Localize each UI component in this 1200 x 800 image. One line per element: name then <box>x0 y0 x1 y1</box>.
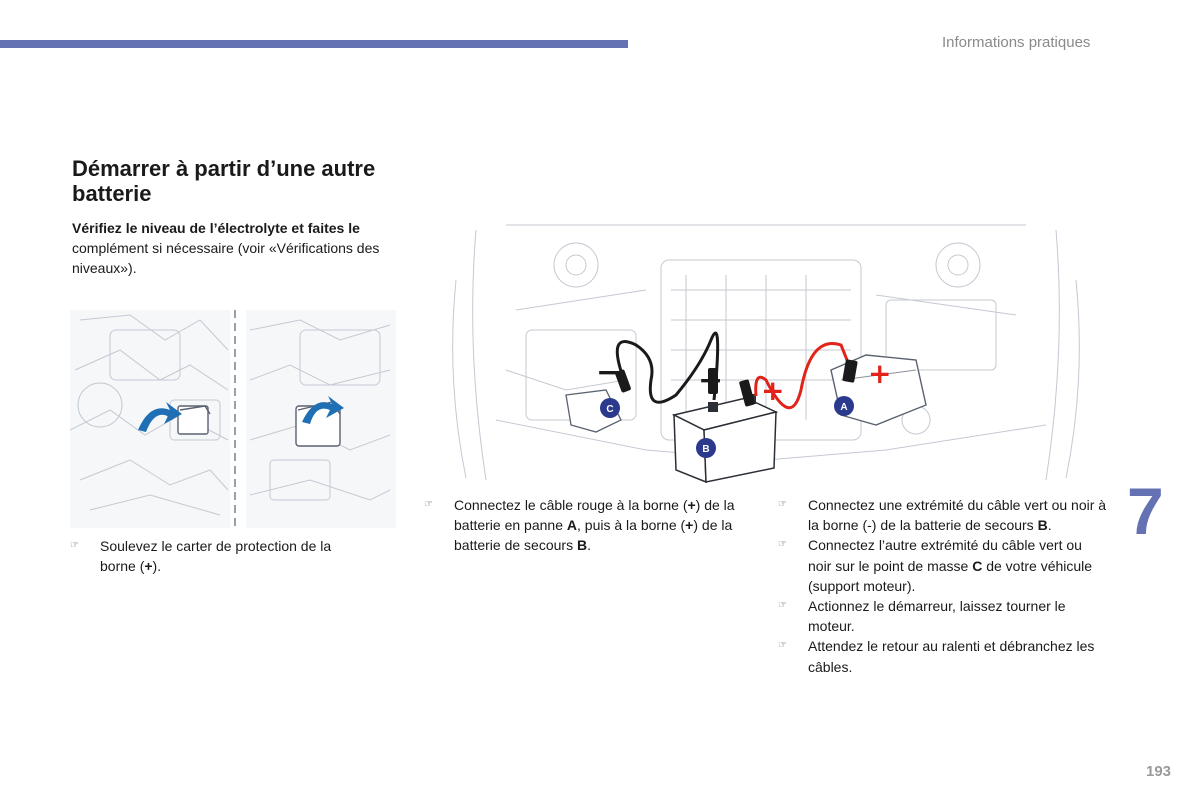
plus-symbol-near-a: + <box>868 357 891 390</box>
step-emphasis: + <box>687 497 696 513</box>
step-text: Connectez l’autre extrémité du câble ver… <box>808 537 1082 574</box>
step-text: de votre véhicule (support moteur). <box>808 557 1093 594</box>
step-text: ) de la batterie en panne <box>454 497 735 534</box>
step-text: ). <box>152 558 162 575</box>
step-item: ☞ Connectez une extrémité du câble vert o… <box>778 495 1108 535</box>
step-text: Connectez le câble rouge à la borne ( <box>454 497 688 513</box>
engine-bay-right-panel <box>246 310 396 528</box>
hand-pointer-icon: ☞ <box>424 499 433 510</box>
terminal-cover-illustration <box>70 310 396 528</box>
step-item: ☞ Attendez le retour au ralenti et débran… <box>778 636 1108 676</box>
hand-pointer-icon: ☞ <box>778 640 787 652</box>
label-badge-C: C <box>600 398 620 418</box>
label-a-text: A <box>840 402 847 413</box>
minus-symbol-near-c: − <box>596 355 621 390</box>
step-emphasis: B <box>576 537 588 554</box>
step-emphasis: B <box>1037 517 1048 534</box>
jump-start-illustration: − − + + C B A <box>452 224 1080 484</box>
label-badge-A: A <box>834 396 854 416</box>
positive-cable <box>754 342 853 410</box>
step-text: Attendez le retour au ralenti et débranc… <box>808 638 1095 675</box>
step-text: . <box>1047 517 1052 534</box>
step-item: ☞Connectez le câble rouge à la borne (+)… <box>424 495 754 556</box>
step-text: , puis à la borne ( <box>577 517 686 534</box>
cable-clamps <box>615 359 858 407</box>
hand-pointer-icon: ☞ <box>778 499 787 510</box>
steps-list-col3: ☞ Connectez une extrémité du câble vert o… <box>778 495 1108 677</box>
step-emphasis: + <box>685 517 694 534</box>
step-item: ☞ Actionnez le démarreur, laissez tourner… <box>778 596 1108 636</box>
intro-paragraph: Vérifiez le niveau de l’électrolyte et f… <box>72 218 390 278</box>
step-emphasis: C <box>972 557 983 574</box>
label-c-text: C <box>606 404 613 415</box>
step-emphasis: + <box>144 558 153 575</box>
step-item: ☞ Soulevez le carter de protection de la … <box>70 536 370 576</box>
steps-list-col2: ☞Connectez le câble rouge à la borne (+)… <box>424 495 754 556</box>
minus-symbol-near-b: − <box>698 363 723 398</box>
step-item: ☞ Connectez l’autre extrémité du câble ve… <box>778 535 1108 596</box>
rotate-arrow-icon <box>302 396 344 424</box>
label-badge-B: B <box>696 438 716 458</box>
step-text: Soulevez le carter de protection de la b… <box>100 538 332 575</box>
steps-list-col1: ☞ Soulevez le carter de protection de la … <box>70 536 370 576</box>
hand-pointer-icon: ☞ <box>778 539 787 551</box>
step-text: . <box>587 537 591 554</box>
intro-lead: Vérifiez le niveau de l’électrolyte et f… <box>72 220 360 236</box>
intro-rest: complément si nécessaire (voir «Vérifica… <box>72 240 380 276</box>
plus-symbol-near-b: + <box>761 374 784 407</box>
page-number: 193 <box>1146 763 1172 780</box>
step-text: Connectez une extrémité du câble vert ou… <box>808 497 1107 534</box>
negative-cable <box>615 331 720 404</box>
engine-bay-left-panel <box>70 310 230 528</box>
page-title: Démarrer à partir d’une autre batterie <box>72 156 376 206</box>
section-header: Informations pratiques <box>942 34 1091 51</box>
header-accent-bar <box>0 40 628 48</box>
hand-pointer-icon: ☞ <box>70 540 79 551</box>
booster-battery-B <box>671 394 779 484</box>
rotate-arrow-icon <box>138 402 182 432</box>
step-emphasis: A <box>566 517 577 534</box>
hand-pointer-icon: ☞ <box>778 600 787 612</box>
step-text: ) de la batterie de secours <box>454 517 733 554</box>
chapter-number: 7 <box>1127 474 1164 548</box>
step-text: Actionnez le démarreur, laissez tourner … <box>808 598 1066 635</box>
label-b-text: B <box>702 444 709 455</box>
